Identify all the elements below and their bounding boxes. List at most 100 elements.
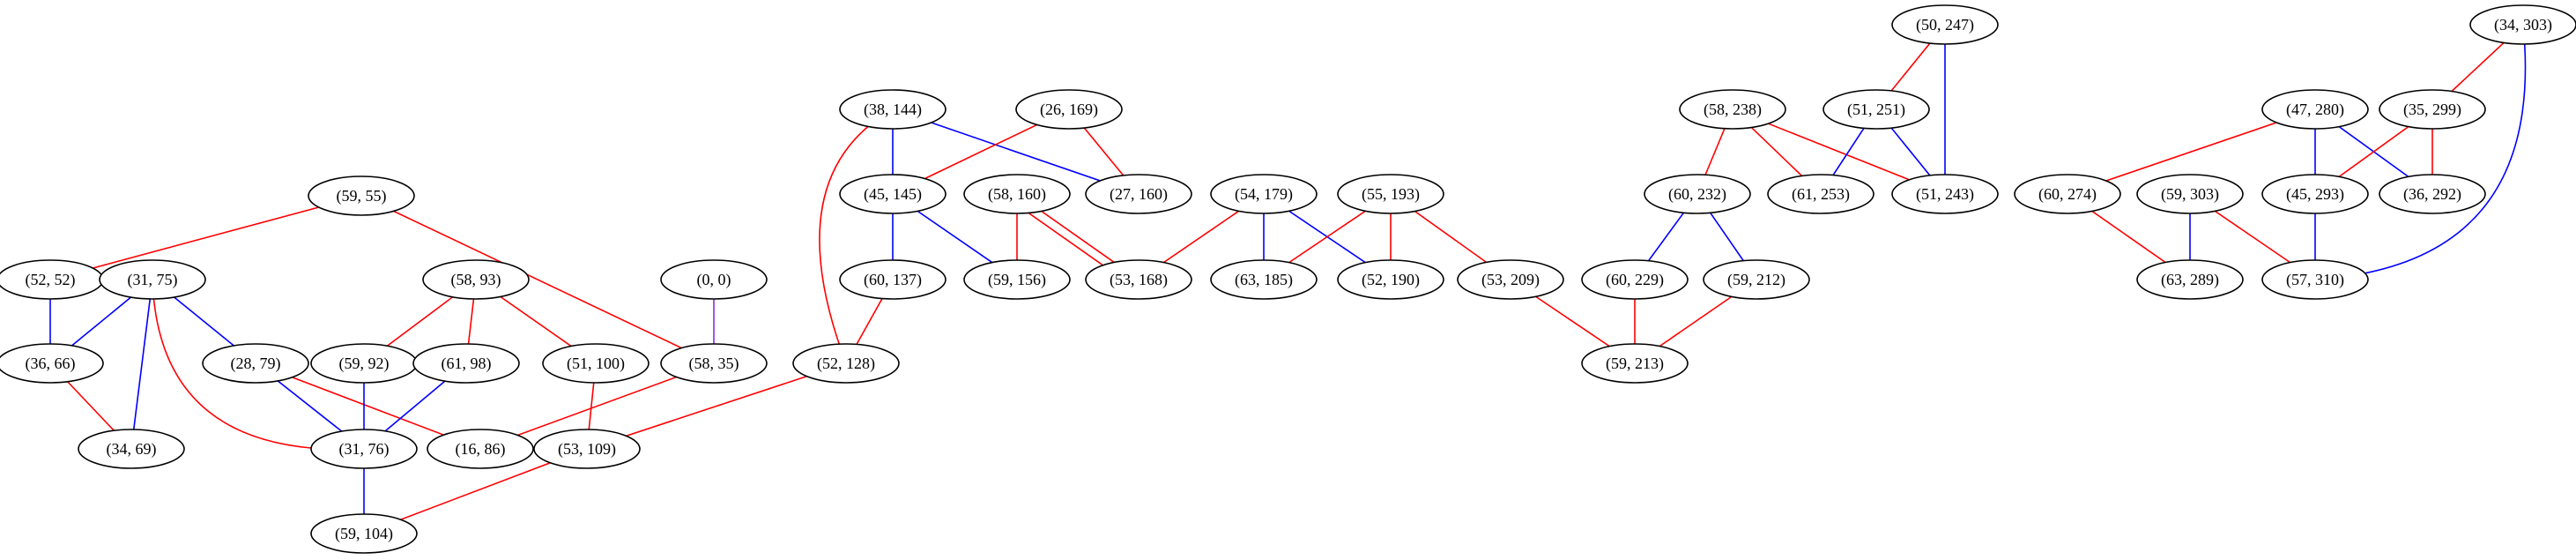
edge-31_75-to-34_69 (130, 279, 153, 450)
node-63_185: (63, 185) (1210, 259, 1318, 300)
node-label: (63, 185) (1235, 271, 1293, 289)
node-36_66: (36, 66) (0, 343, 104, 384)
node-26_169: (26, 169) (1015, 89, 1123, 130)
node-55_193: (55, 193) (1337, 174, 1444, 214)
node-57_310: (57, 310) (2261, 259, 2369, 300)
node-ellipse (2261, 174, 2369, 214)
node-ellipse (2469, 4, 2576, 45)
node-58_93: (58, 93) (422, 259, 530, 300)
node-34_69: (34, 69) (78, 429, 185, 469)
node-28_79: (28, 79) (202, 343, 309, 384)
node-label: (59, 213) (1606, 355, 1664, 373)
node-ellipse (2261, 259, 2369, 300)
node-ellipse (839, 89, 947, 130)
node-label: (51, 243) (1916, 185, 1974, 204)
edge-52_128-to-53_109 (586, 362, 847, 450)
node-53_209: (53, 209) (1457, 259, 1564, 300)
node-0_0: (0, 0) (660, 259, 768, 300)
node-50_247: (50, 247) (1891, 4, 1999, 45)
node-label: (59, 55) (337, 187, 387, 205)
node-label: (16, 86) (456, 440, 506, 459)
node-label: (0, 0) (697, 271, 731, 289)
node-ellipse (1581, 259, 1689, 300)
edge-58_35-to-16_86 (479, 362, 715, 450)
edge-59_55-to-58_35 (360, 195, 715, 364)
node-52_52: (52, 52) (0, 259, 104, 300)
node-60_137: (60, 137) (839, 259, 947, 300)
node-51_251: (51, 251) (1823, 89, 1930, 130)
node-label: (63, 289) (2161, 271, 2219, 289)
node-label: (58, 35) (689, 355, 739, 373)
node-label: (45, 145) (864, 185, 922, 204)
node-label: (59, 212) (1727, 271, 1785, 289)
node-label: (61, 253) (1792, 185, 1850, 204)
node-ellipse (99, 259, 206, 300)
node-label: (27, 160) (1110, 185, 1168, 204)
node-16_86: (16, 86) (427, 429, 534, 469)
node-ellipse (1767, 174, 1874, 214)
node-59_212: (59, 212) (1703, 259, 1810, 300)
node-ellipse (308, 175, 415, 216)
node-ellipse (2261, 89, 2369, 130)
node-label: (60, 229) (1606, 271, 1664, 289)
node-63_289: (63, 289) (2136, 259, 2244, 300)
node-ellipse (1581, 343, 1689, 384)
node-60_232: (60, 232) (1644, 174, 1751, 214)
node-52_128: (52, 128) (792, 343, 900, 384)
node-61_98: (61, 98) (412, 343, 520, 384)
node-59_104: (59, 104) (310, 513, 418, 554)
node-ellipse (1679, 89, 1786, 130)
node-label: (53, 168) (1110, 271, 1168, 289)
node-ellipse (1823, 89, 1930, 130)
node-label: (45, 293) (2286, 185, 2344, 204)
node-ellipse (1337, 259, 1444, 300)
node-ellipse (1891, 174, 1999, 214)
node-ellipse (963, 174, 1071, 214)
node-ellipse (1210, 174, 1318, 214)
node-label: (26, 169) (1040, 101, 1098, 119)
nodes-layer: (59, 55)(52, 52)(31, 75)(36, 66)(34, 69)… (0, 4, 2576, 554)
node-ellipse (1210, 259, 1318, 300)
node-label: (54, 179) (1235, 185, 1293, 204)
node-ellipse (839, 174, 947, 214)
node-ellipse (202, 343, 309, 384)
node-ellipse (1085, 259, 1192, 300)
node-label: (57, 310) (2286, 271, 2344, 289)
node-34_303: (34, 303) (2469, 4, 2576, 45)
node-label: (35, 299) (2403, 101, 2461, 119)
node-59_213: (59, 213) (1581, 343, 1689, 384)
node-ellipse (792, 343, 900, 384)
node-ellipse (660, 343, 768, 384)
node-label: (53, 109) (558, 440, 616, 459)
node-ellipse (78, 429, 185, 469)
node-ellipse (427, 429, 534, 469)
node-ellipse (2136, 174, 2244, 214)
node-label: (60, 137) (864, 271, 922, 289)
edge-47_280-to-60_274 (2067, 108, 2316, 195)
node-ellipse (1644, 174, 1751, 214)
node-label: (58, 160) (988, 185, 1046, 204)
node-35_299: (35, 299) (2379, 89, 2486, 130)
node-ellipse (1703, 259, 1810, 300)
node-ellipse (310, 429, 418, 469)
node-label: (61, 98) (442, 355, 492, 373)
node-label: (34, 303) (2494, 16, 2552, 34)
node-label: (50, 247) (1916, 16, 1974, 34)
node-ellipse (542, 343, 650, 384)
node-label: (59, 156) (988, 271, 1046, 289)
node-ellipse (2014, 174, 2121, 214)
edge-59_55-to-52_52 (49, 195, 362, 280)
node-ellipse (1457, 259, 1564, 300)
node-label: (53, 209) (1481, 271, 1540, 289)
node-ellipse (310, 513, 418, 554)
node-45_293: (45, 293) (2261, 174, 2369, 214)
node-ellipse (1337, 174, 1444, 214)
node-ellipse (2136, 259, 2244, 300)
node-59_92: (59, 92) (310, 343, 418, 384)
node-47_280: (47, 280) (2261, 89, 2369, 130)
node-ellipse (1085, 174, 1192, 214)
node-label: (36, 292) (2403, 185, 2461, 204)
node-58_160: (58, 160) (963, 174, 1071, 214)
node-label: (36, 66) (26, 355, 76, 373)
